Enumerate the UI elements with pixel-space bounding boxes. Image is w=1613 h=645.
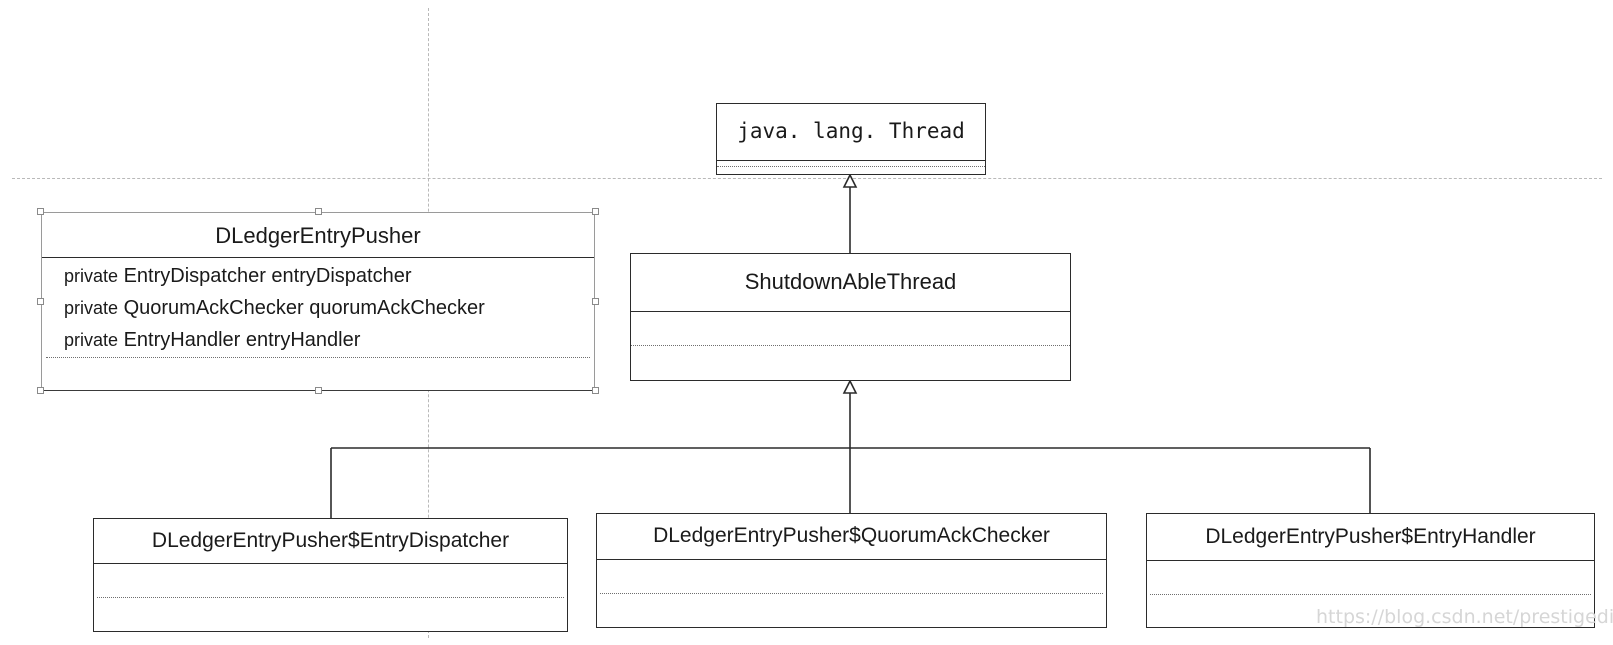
class-entryhandler[interactable]: DLedgerEntryPusher$EntryHandler [1146,513,1595,628]
class-quorumackchecker-name: DLedgerEntryPusher$QuorumAckChecker [597,514,1106,560]
class-entryhandler-name: DLedgerEntryPusher$EntryHandler [1147,514,1594,561]
generalization-arrowhead-shutdown [842,379,858,394]
attribute-entry-handler[interactable]: private EntryHandler entryHandler [46,324,590,356]
class-thread-name: java. lang. Thread [717,104,985,161]
class-entrydispatcher-attributes [97,564,564,598]
class-entrydispatcher[interactable]: DLedgerEntryPusher$EntryDispatcher [93,518,568,632]
class-dledgerentrypusher-attributes: private EntryDispatcher entryDispatcher … [46,260,590,358]
attribute-modifier: private [64,266,119,286]
selection-handle-bottom-right[interactable] [592,387,599,394]
class-shutdownablethread-name: ShutdownAbleThread [631,254,1070,312]
selection-handle-top-left[interactable] [37,208,44,215]
horizontal-guide-line [12,178,1602,179]
class-shutdownablethread-attributes [631,312,1070,346]
selection-handle-middle-left[interactable] [37,298,44,305]
watermark-text: https://blog.csdn.net/prestigeding [1316,606,1613,628]
class-thread[interactable]: java. lang. Thread [716,103,986,175]
attribute-declaration: QuorumAckChecker quorumAckChecker [123,297,485,319]
attribute-modifier: private [64,298,119,318]
attribute-declaration: EntryDispatcher entryDispatcher [123,265,412,287]
attribute-declaration: EntryHandler entryHandler [123,329,361,351]
selection-handle-bottom-middle[interactable] [315,387,322,394]
class-entrydispatcher-name: DLedgerEntryPusher$EntryDispatcher [94,519,567,564]
selection-handle-top-middle[interactable] [315,208,322,215]
class-thread-compartment [717,161,985,167]
selection-handle-bottom-left[interactable] [37,387,44,394]
class-dledgerentrypusher-name: DLedgerEntryPusher [42,213,594,258]
class-quorumackchecker[interactable]: DLedgerEntryPusher$QuorumAckChecker [596,513,1107,628]
class-shutdownablethread[interactable]: ShutdownAbleThread [630,253,1071,381]
class-entryhandler-attributes [1150,561,1591,595]
class-quorumackchecker-attributes [600,560,1103,594]
attribute-modifier: private [64,330,119,350]
attribute-entry-dispatcher[interactable]: private EntryDispatcher entryDispatcher [46,260,590,292]
class-dledgerentrypusher[interactable]: DLedgerEntryPusher private EntryDispatch… [41,212,595,391]
selection-handle-middle-right[interactable] [592,298,599,305]
selection-handle-top-right[interactable] [592,208,599,215]
attribute-quorum-ack-checker[interactable]: private QuorumAckChecker quorumAckChecke… [46,292,590,324]
generalization-arrowhead-thread [842,173,858,188]
